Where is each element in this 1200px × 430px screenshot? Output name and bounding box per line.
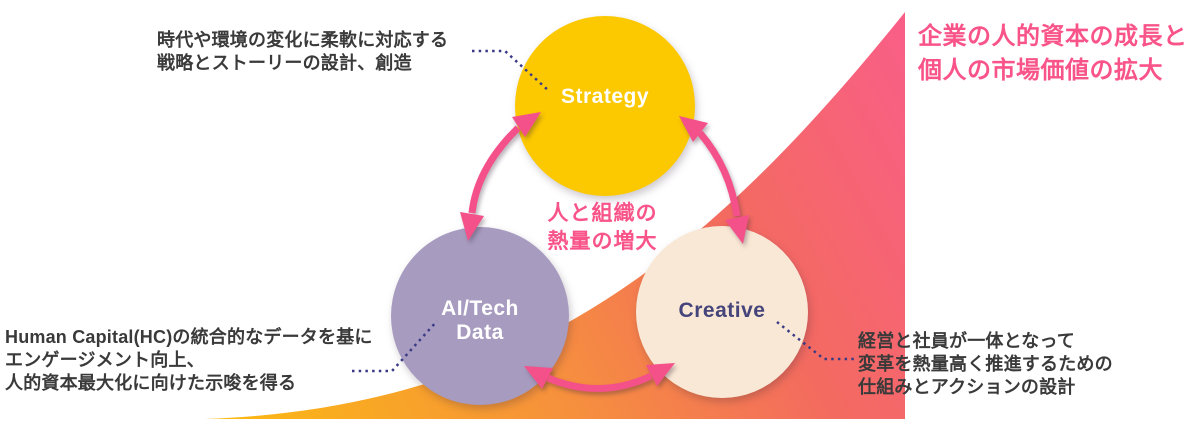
strategy-circle-label: Strategy (515, 85, 695, 109)
cycle-center-label: 人と組織の 熱量の増大 (520, 200, 685, 256)
outcome-heading-line2: 個人の市場価値の拡大 (918, 57, 1163, 84)
strategy-note-line1: 時代や環境の変化に柔軟に対応する (157, 30, 449, 50)
arrow-aitech-creative (524, 363, 675, 392)
leader-line-creative (776, 321, 855, 361)
strategy-label-text: Strategy (560, 85, 650, 108)
creative-label-text: Creative (678, 299, 766, 322)
ai-tech-data-circle-label: AI/Tech Data (390, 297, 570, 345)
ai-tech-annotation: Human Capital(HC)の統合的なデータを基に エンゲージメント向上、… (5, 326, 373, 395)
center-label-line2: 熱量の増大 (547, 230, 658, 253)
arrow-shaft (546, 372, 653, 392)
arrow-strategy-aitech (460, 112, 541, 241)
arrow-shaft (468, 125, 521, 214)
creative-note-line3: 仕組みとアクションの設計 (858, 377, 1076, 397)
outcome-heading-line1: 企業の人的資本の成長と (918, 23, 1188, 50)
strategy-annotation: 時代や環境の変化に柔軟に対応する 戦略とストーリーの設計、創造 (157, 29, 448, 75)
arrow-shaft (697, 130, 741, 217)
strategy-note-line2: 戦略とストーリーの設計、創造 (157, 53, 412, 73)
arrowhead-to-creative (646, 363, 675, 386)
ai-tech-label-line2: Data (456, 321, 504, 344)
outcome-heading: 企業の人的資本の成長と 個人の市場価値の拡大 (918, 20, 1188, 88)
ai-tech-data-circle (391, 227, 569, 405)
creative-note-line1: 経営と社員が一体となって (858, 331, 1075, 351)
arrow-strategy-creative (679, 116, 749, 244)
arrowhead-to-strategy (512, 112, 541, 137)
creative-note-line2: 変革を熱量高く推進するための (858, 354, 1113, 374)
arrowhead-to-strategy (679, 116, 708, 142)
ai-tech-note-line3: 人的資本最大化に向けた示唆を得る (5, 373, 297, 393)
ai-tech-note-line2: エンゲージメント向上、 (5, 350, 205, 370)
strategy-circle (515, 16, 695, 196)
creative-circle-label: Creative (632, 299, 812, 323)
center-label-line1: 人と組織の (547, 202, 658, 225)
arrowhead-to-aitech (524, 366, 553, 389)
ai-tech-note-line1: Human Capital(HC)の統合的なデータを基に (5, 327, 373, 347)
creative-circle (636, 226, 808, 398)
creative-annotation: 経営と社員が一体となって 変革を熱量高く推進するための 仕組みとアクションの設計 (858, 330, 1113, 399)
arrowhead-to-creative (725, 215, 749, 244)
arrowhead-to-aitech (460, 212, 484, 241)
ai-tech-label-line1: AI/Tech (441, 297, 519, 320)
